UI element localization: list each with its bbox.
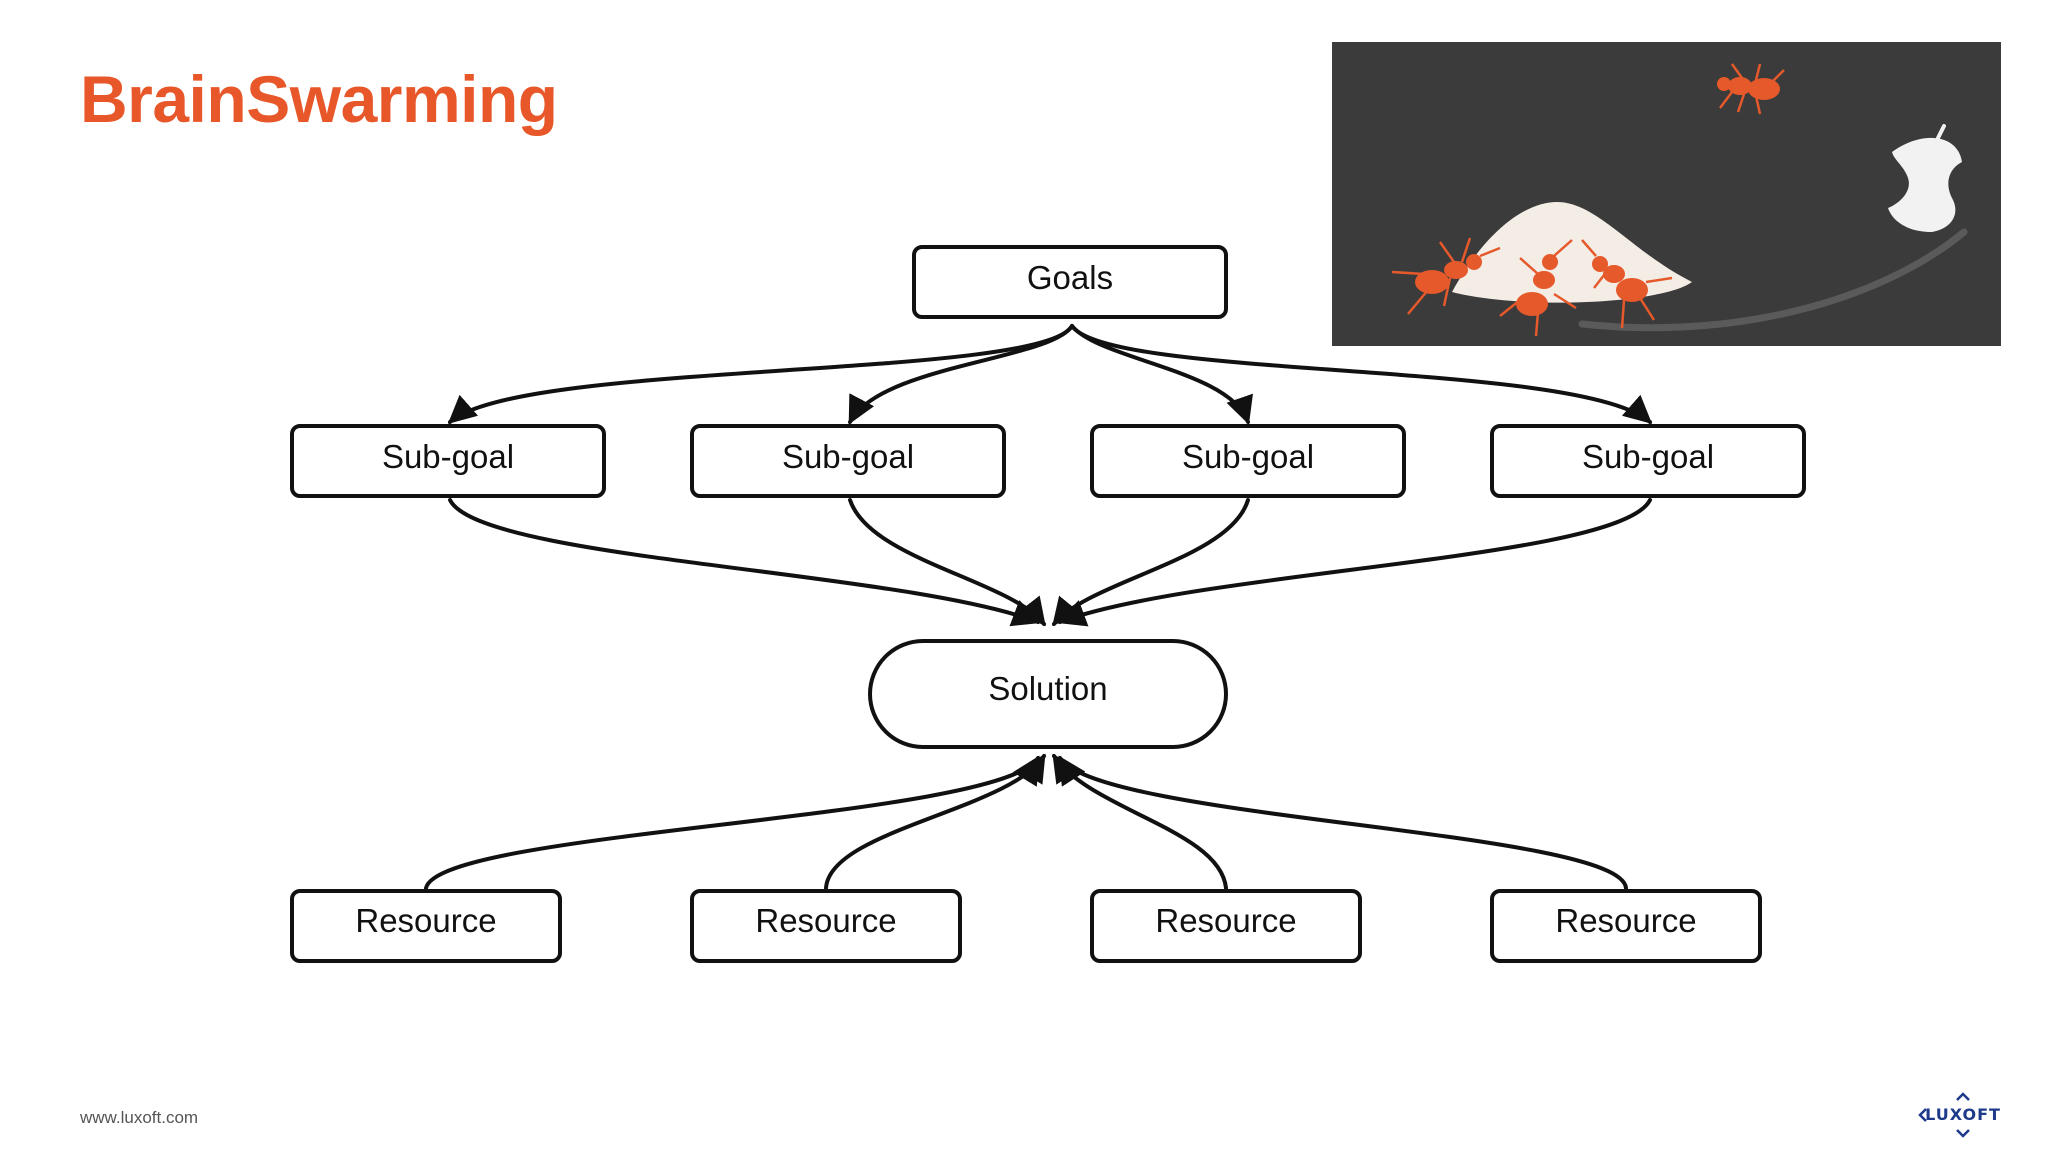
subgoal-node-2 bbox=[690, 424, 1006, 498]
edge-goal-subgoal-1 bbox=[447, 324, 1074, 424]
ant-icon-middle bbox=[1499, 239, 1577, 337]
subgoal-node-4 bbox=[1490, 424, 1806, 498]
edge-resource-4-solution bbox=[1058, 755, 1628, 890]
edge-resource-1-solution bbox=[424, 755, 1040, 890]
edge-subgoal-2-solution bbox=[848, 498, 1046, 627]
subgoal-label-4: Sub-goal bbox=[1582, 438, 1714, 475]
resource-label-4: Resource bbox=[1555, 902, 1696, 939]
subgoal-label-2: Sub-goal bbox=[782, 438, 914, 475]
resource-node-4 bbox=[1490, 889, 1762, 963]
subgoal-label-1: Sub-goal bbox=[382, 438, 514, 475]
trail-line bbox=[1578, 228, 1968, 332]
resource-label-1: Resource bbox=[355, 902, 496, 939]
goal-node bbox=[912, 245, 1228, 319]
edge-subgoal-4-solution bbox=[1057, 498, 1652, 627]
edge-goal-subgoal-4 bbox=[1070, 324, 1653, 424]
goal-label: Goals bbox=[1027, 259, 1113, 296]
food-pile bbox=[1452, 202, 1692, 303]
slide-title: BrainSwarming bbox=[80, 62, 558, 136]
luxoft-logo-mark-icon bbox=[1918, 1092, 1970, 1138]
ant-icon-left bbox=[1391, 237, 1501, 315]
solution-label: Solution bbox=[988, 670, 1107, 707]
subgoal-node-1 bbox=[290, 424, 606, 498]
edge-goal-subgoal-2 bbox=[848, 324, 1074, 425]
ant-icon-right bbox=[1581, 239, 1673, 329]
luxoft-logo: LUXOFT bbox=[1918, 1092, 2008, 1140]
footer-url: www.luxoft.com bbox=[80, 1108, 199, 1127]
ants-illustration bbox=[1332, 42, 2001, 346]
logo-text: LUXOFT bbox=[1925, 1105, 2001, 1124]
edge-subgoal-1-solution bbox=[448, 498, 1041, 627]
edge-subgoal-3-solution bbox=[1052, 498, 1250, 627]
solution-node bbox=[868, 639, 1228, 749]
illustration-background bbox=[1332, 42, 2001, 346]
edge-resource-3-solution bbox=[1052, 753, 1228, 890]
subgoal-node-3 bbox=[1090, 424, 1406, 498]
ant-icon-top bbox=[1717, 63, 1785, 115]
edge-resource-2-solution bbox=[824, 753, 1046, 890]
resource-label-3: Resource bbox=[1155, 902, 1296, 939]
subgoal-label-3: Sub-goal bbox=[1182, 438, 1314, 475]
apple-core-icon bbox=[1888, 124, 1962, 232]
resource-node-2 bbox=[690, 889, 962, 963]
resource-label-2: Resource bbox=[755, 902, 896, 939]
resource-node-1 bbox=[290, 889, 562, 963]
resource-node-3 bbox=[1090, 889, 1362, 963]
